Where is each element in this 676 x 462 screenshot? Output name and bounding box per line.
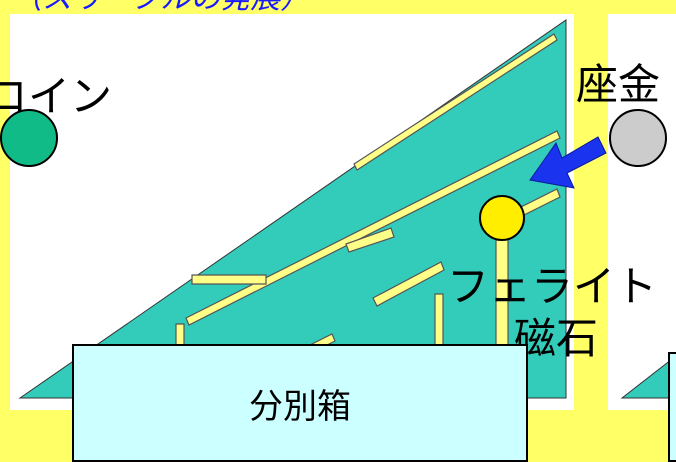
slat xyxy=(353,33,558,171)
sort-box-2 xyxy=(668,352,676,462)
sort-box: 分別箱 xyxy=(72,344,528,462)
second-ramp xyxy=(620,355,676,399)
coin-circle xyxy=(0,109,58,167)
magnet-label: 磁石 xyxy=(514,314,599,363)
ferrite-label: フェライト xyxy=(447,262,658,311)
ferrite-magnet-ball xyxy=(479,195,525,241)
coin-label: コイン xyxy=(0,72,113,121)
right-panel xyxy=(608,14,676,410)
arrow-icon xyxy=(529,136,607,189)
washer-circle xyxy=(609,109,667,167)
washer-label: 座金 xyxy=(576,60,661,109)
slat xyxy=(191,274,267,285)
post xyxy=(175,323,185,347)
slat xyxy=(372,261,445,307)
page-title: （スリーブルの発展） xyxy=(12,0,310,14)
sort-box-label: 分別箱 xyxy=(249,386,351,427)
slat xyxy=(345,227,395,253)
post xyxy=(434,293,444,347)
slat xyxy=(185,130,561,326)
